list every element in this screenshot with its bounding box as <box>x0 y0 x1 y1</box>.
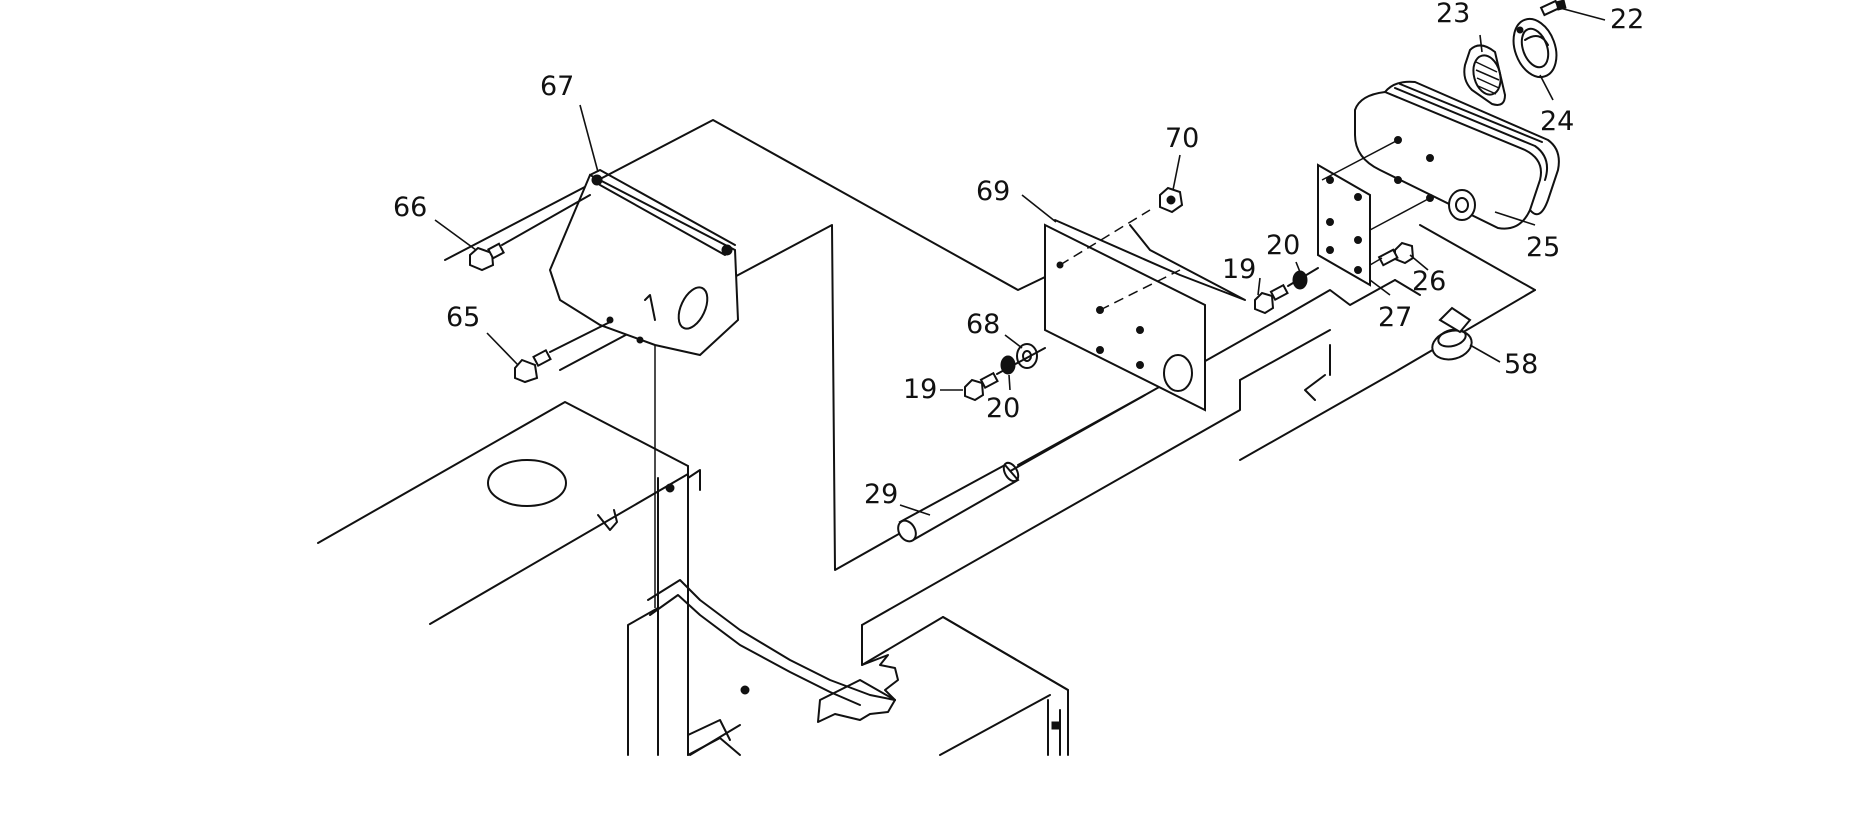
callout-23: 23 <box>1436 0 1470 29</box>
machine-housing <box>317 401 741 756</box>
leader-lines <box>434 7 1606 516</box>
callout-69: 69 <box>976 176 1010 207</box>
callout-65: 65 <box>446 302 480 333</box>
screw-22 <box>1539 0 1567 17</box>
callout-20-right: 20 <box>1266 230 1300 261</box>
callout-25: 25 <box>1526 232 1560 263</box>
lock-washer-20-right <box>1292 270 1308 290</box>
deflector-24 <box>1512 17 1558 79</box>
callout-70: 70 <box>1165 123 1199 154</box>
lower-housing <box>647 379 1241 756</box>
callout-22: 22 <box>1610 4 1644 35</box>
callout-20-left: 20 <box>986 393 1020 424</box>
washer-68 <box>1016 343 1038 369</box>
nut-70 <box>1159 186 1184 214</box>
callout-24: 24 <box>1540 106 1574 137</box>
tube-29 <box>897 394 1146 543</box>
callout-27: 27 <box>1378 302 1412 333</box>
bolt-19-right <box>1254 267 1319 315</box>
bolt-26 <box>1369 241 1415 267</box>
callout-66: 66 <box>393 192 427 223</box>
bolt-66 <box>469 194 591 272</box>
callout-19-left: 19 <box>903 374 937 405</box>
muffler-25 <box>1321 80 1560 231</box>
callout-19-right: 19 <box>1222 254 1256 285</box>
callout-29: 29 <box>864 479 898 510</box>
callout-68: 68 <box>966 309 1000 340</box>
clamp-58 <box>1431 306 1473 361</box>
callout-26: 26 <box>1412 266 1446 297</box>
heat-shield-67 <box>548 169 740 357</box>
mounting-plate-69 <box>1044 209 1246 412</box>
bolt-65 <box>514 321 611 384</box>
callout-67: 67 <box>540 71 574 102</box>
callouts: 22 23 24 25 26 27 58 70 69 67 66 65 68 1… <box>393 0 1644 510</box>
gasket-27 <box>1317 163 1371 287</box>
callout-58: 58 <box>1504 349 1538 380</box>
spark-screen-23 <box>1463 44 1507 106</box>
bolt-19-left <box>964 347 1046 402</box>
